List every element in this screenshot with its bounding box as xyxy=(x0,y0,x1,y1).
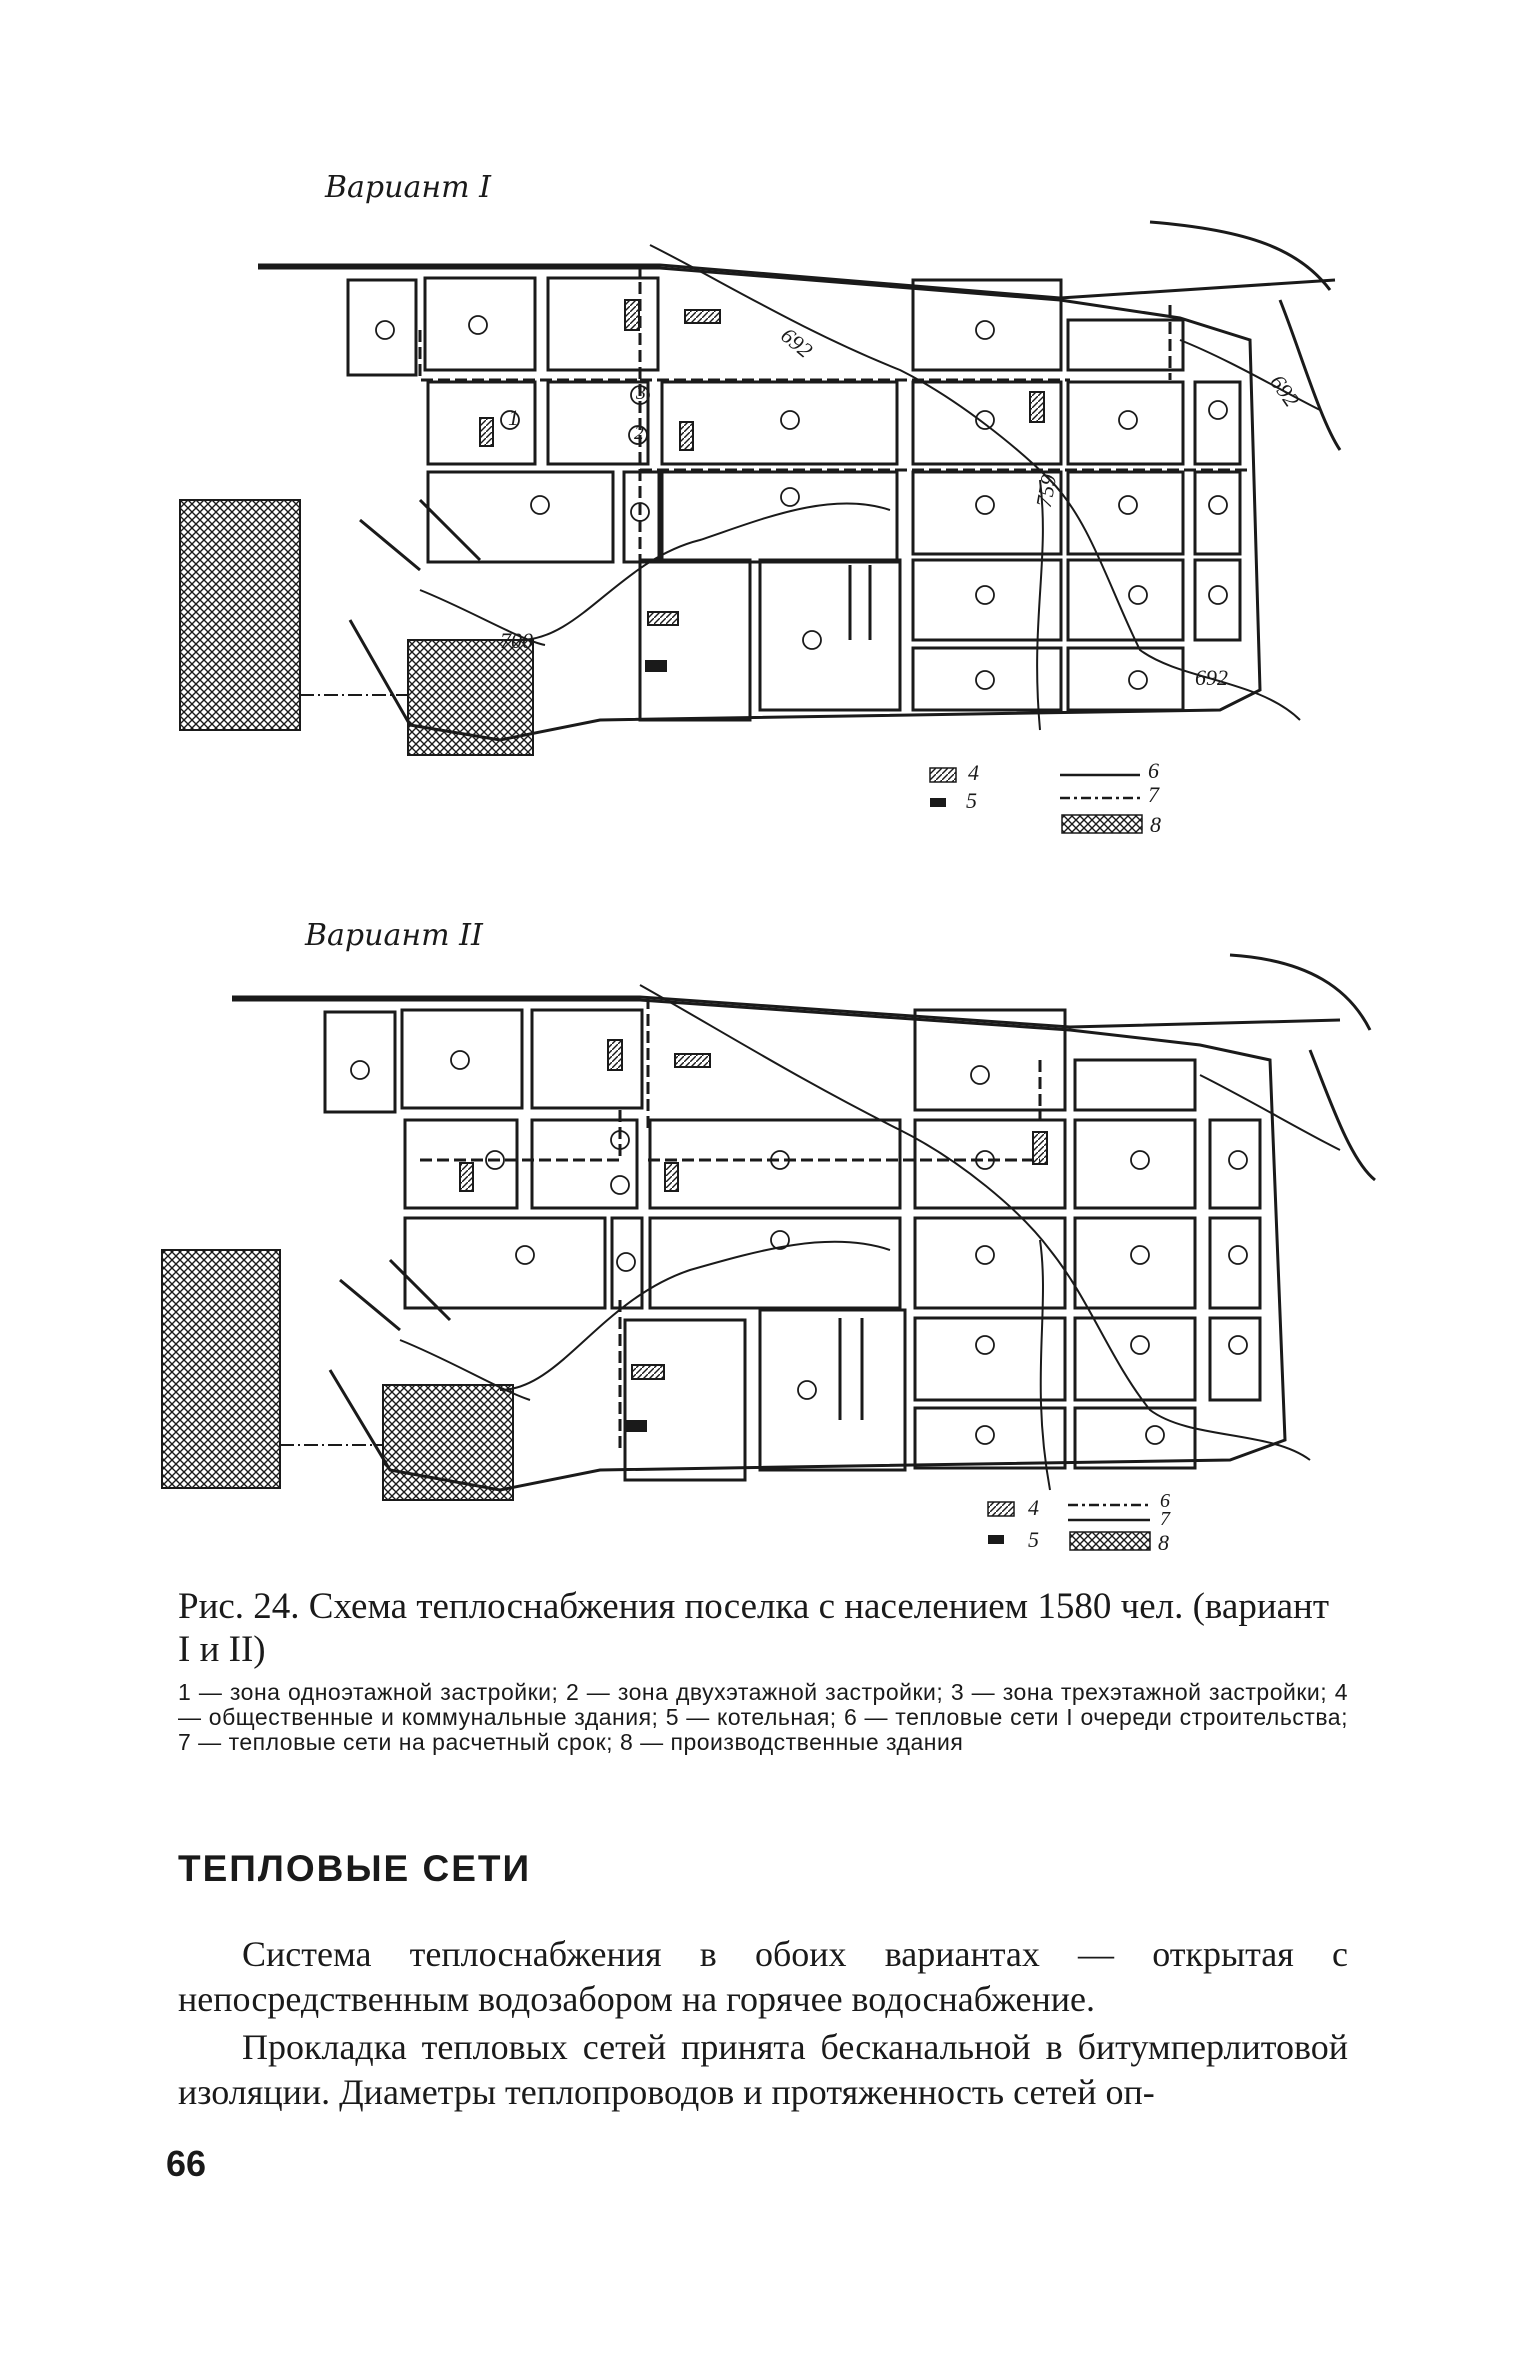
zone-mark: 1 xyxy=(508,405,519,430)
legend-key: 6 xyxy=(1148,758,1159,783)
industrial-building xyxy=(161,1249,281,1489)
legend-key: 8 xyxy=(1150,812,1161,837)
body-paragraph: Система теплоснабжения в обоих вариантах… xyxy=(178,1934,1348,2019)
legend-key: 5 xyxy=(966,788,977,813)
pipe-label: 700 xyxy=(500,628,533,653)
section-heading: ТЕПЛОВЫЕ СЕТИ xyxy=(178,1848,532,1889)
road xyxy=(232,995,1341,1029)
legend-key: 4 xyxy=(968,760,979,785)
industrial-building xyxy=(382,1384,514,1501)
boiler-house xyxy=(645,660,667,672)
figure-caption-legend: 1 — зона одноэтажной застройки; 2 — зона… xyxy=(178,1679,1348,1755)
page-number: 66 xyxy=(166,2143,207,2184)
industrial-building xyxy=(407,639,534,756)
zone-mark: 3 xyxy=(636,382,646,404)
boiler-house xyxy=(625,1420,647,1432)
variant-2-map xyxy=(161,953,1376,1551)
industrial-building xyxy=(179,499,301,731)
road xyxy=(258,263,1336,300)
figure-caption-title: Рис. 24. Схема теплоснабжения поселка с … xyxy=(178,1586,1330,1670)
variant-2-label: Вариант II xyxy=(305,918,483,953)
variant-1-map xyxy=(179,220,1342,834)
legend-key: 4 xyxy=(1028,1495,1039,1520)
legend-key: 6 xyxy=(1160,1490,1170,1512)
zone-mark: 2 xyxy=(634,422,644,444)
pipe-label: 692 xyxy=(1195,665,1228,690)
variant-1-label: Вариант I xyxy=(325,170,491,205)
legend-key: 7 xyxy=(1148,782,1159,807)
legend-key: 5 xyxy=(1028,1527,1039,1552)
legend-key: 8 xyxy=(1158,1530,1169,1555)
body-paragraph: Прокладка тепловых сетей принята бескана… xyxy=(178,2027,1348,2112)
legend-key: 7 xyxy=(1160,1508,1170,1530)
